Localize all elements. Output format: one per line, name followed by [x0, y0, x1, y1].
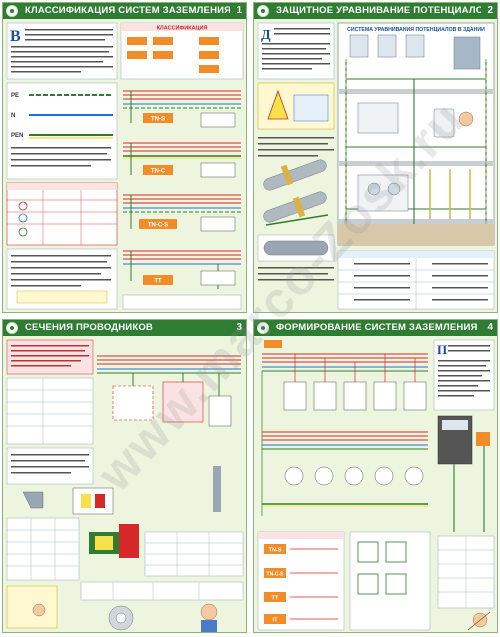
- poster-number: 3: [236, 322, 242, 333]
- poster-header: КЛАССИФИКАЦИЯ СИСТЕМ ЗАЗЕМЛЕНИЯ 1: [3, 3, 246, 19]
- svg-text:В: В: [10, 28, 21, 45]
- building-section-title: СИСТЕМА УРАВНИВАНИЯ ПОТЕНЦИАЛОВ В ЗДАНИИ: [347, 27, 485, 33]
- label-pen: PEN: [11, 133, 23, 139]
- poster-title: ФОРМИРОВАНИЕ СИСТЕМ ЗАЗЕМЛЕНИЯ: [276, 322, 478, 333]
- poster-number: 2: [487, 5, 493, 16]
- poster-3: СЕЧЕНИЯ ПРОВОДНИКОВ 3: [2, 319, 247, 633]
- poster-title: СЕЧЕНИЯ ПРОВОДНИКОВ: [25, 322, 153, 333]
- svg-text:П: П: [437, 342, 447, 357]
- poster-4: ФОРМИРОВАНИЕ СИСТЕМ ЗАЗЕМЛЕНИЯ 4 TN-S TN…: [253, 319, 498, 633]
- logo-icon: [6, 322, 18, 334]
- poster-2-diagram: Д СИСТЕМА УРАВНИВАНИЯ ПОТЕНЦИАЛОВ В ЗДАН…: [257, 22, 495, 310]
- poster-title: КЛАССИФИКАЦИЯ СИСТЕМ ЗАЗЕМЛЕНИЯ: [25, 5, 230, 16]
- label-n: N: [11, 113, 15, 119]
- classification-title: КЛАССИФИКАЦИЯ: [157, 26, 208, 32]
- poster-4-diagram: TN-S TN-C-S TT IT П: [257, 339, 495, 631]
- system-tn-s: TN-S: [269, 548, 282, 554]
- logo-icon: [257, 5, 269, 17]
- logo-icon: [6, 5, 18, 17]
- poster-number: 1: [236, 5, 242, 16]
- poster-number: 4: [487, 322, 493, 333]
- tn-c-s-schematic: TN-C-S: [123, 194, 241, 232]
- poster-1-diagram: В КЛАССИФИКАЦИЯ PE N PEN: [6, 22, 244, 310]
- system-tn-c-s: TN-C-S: [267, 572, 285, 578]
- system-tn-c-s: TN-C-S: [148, 223, 168, 229]
- svg-text:Д: Д: [261, 28, 271, 43]
- system-tn-s: TN-S: [151, 117, 165, 123]
- poster-title: ЗАЩИТНОЕ УРАВНИВАНИЕ ПОТЕНЦИАЛОВ: [276, 5, 481, 16]
- tt-schematic: TT: [123, 250, 241, 289]
- system-tt: TT: [154, 279, 162, 285]
- poster-header: ФОРМИРОВАНИЕ СИСТЕМ ЗАЗЕМЛЕНИЯ 4: [254, 320, 497, 336]
- system-tt: TT: [272, 596, 279, 602]
- tn-s-schematic: TN-S: [123, 90, 241, 128]
- poster-header: СЕЧЕНИЯ ПРОВОДНИКОВ 3: [3, 320, 246, 336]
- poster-header: ЗАЩИТНОЕ УРАВНИВАНИЕ ПОТЕНЦИАЛОВ 2: [254, 3, 497, 19]
- logo-icon: [257, 322, 269, 334]
- poster-1: КЛАССИФИКАЦИЯ СИСТЕМ ЗАЗЕМЛЕНИЯ 1 В КЛАС…: [2, 2, 247, 313]
- poster-2: ЗАЩИТНОЕ УРАВНИВАНИЕ ПОТЕНЦИАЛОВ 2 Д СИС…: [253, 2, 498, 313]
- system-tn-c: TN-C: [151, 169, 166, 175]
- pipe-clamp-illustration: [263, 159, 329, 226]
- tn-c-schematic: TN-C: [123, 142, 241, 178]
- poster-3-diagram: [6, 339, 244, 632]
- label-pe: PE: [11, 93, 19, 99]
- system-it: IT: [273, 618, 279, 624]
